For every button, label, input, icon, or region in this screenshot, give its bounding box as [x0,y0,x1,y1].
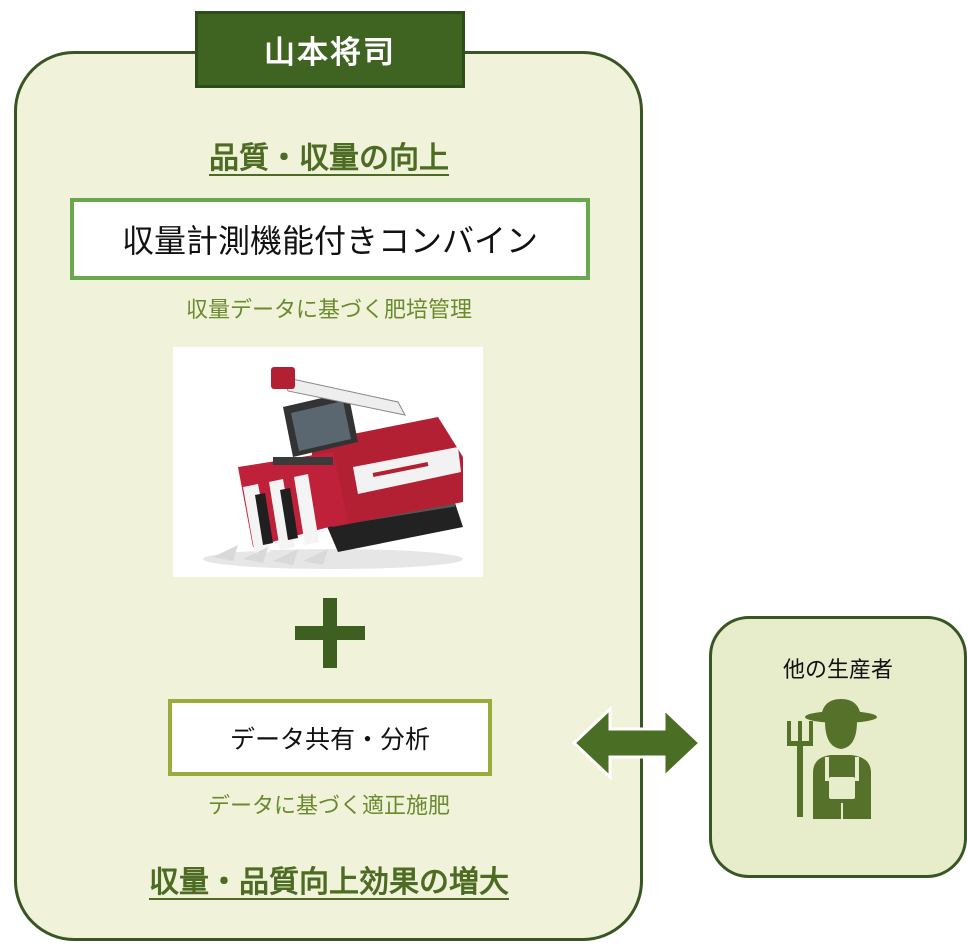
other-producers-title: 他の生産者 [782,658,893,683]
name-tab: 山本将司 [195,11,465,88]
double-arrow-icon [572,705,702,781]
other-producers-panel [709,616,967,878]
combine-harvester-illustration [203,367,463,569]
combine-caption: 収量データに基づく肥培管理 [185,298,472,323]
combine-label-box: 収量計測機能付きコンバイン [70,198,590,280]
data-caption: データに基づく適正施肥 [207,794,450,819]
heading-bottom: 収量・品質向上効果の増大 [149,865,509,900]
plus-icon-vertical [323,598,337,668]
heading-top: 品質・収量の向上 [209,141,449,176]
farmer-icon [787,699,877,819]
combine-harvester-image [173,347,483,577]
data-share-box: データ共有・分析 [168,699,492,776]
